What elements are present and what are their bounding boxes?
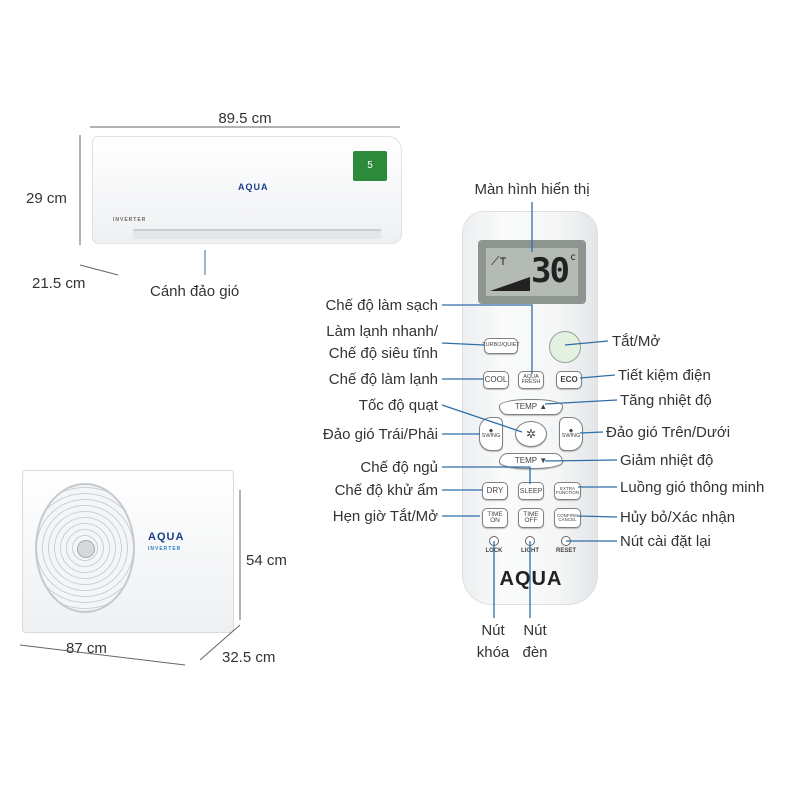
indoor-width-label: 89.5 cm xyxy=(218,110,272,127)
louver-label: Cánh đảo gió xyxy=(150,283,240,300)
remote-brand-logo: AQUA xyxy=(499,568,563,590)
sleep-button[interactable]: SLEEP xyxy=(518,482,544,500)
lcd-display: ⟋⊤ 30 c xyxy=(486,248,578,296)
label-lock-2: khóa xyxy=(476,644,510,661)
turbo-quiet-button[interactable]: TURBO/QUIET xyxy=(482,338,520,354)
outdoor-depth-label: 32.5 cm xyxy=(222,649,276,666)
label-fan-speed: Tốc độ quạt xyxy=(358,397,438,414)
energy-label: 5 xyxy=(353,151,387,181)
mode-icon: ⟋⊤ xyxy=(491,254,507,268)
eco-button[interactable]: ECO xyxy=(556,371,582,389)
power-button[interactable] xyxy=(549,331,581,363)
label-turbo: Làm lạnh nhanh/ xyxy=(326,323,438,340)
label-light-2: đèn xyxy=(522,644,548,661)
outdoor-width-label: 87 cm xyxy=(66,640,107,657)
swing-left-right-button[interactable]: ◆ SWING xyxy=(479,417,503,451)
display-temperature: 30 xyxy=(531,251,570,291)
extra-function-button[interactable]: EXTRA FUNCTION xyxy=(554,482,581,500)
reset-button-label: RESET xyxy=(555,548,576,554)
swing-up-down-button[interactable]: ◆ SWING xyxy=(559,417,583,451)
remote-control: ⟋⊤ 30 c TURBO/QUIET COOL AQUA FRESH ECO … xyxy=(462,211,598,605)
label-sleep: Chế độ ngủ xyxy=(360,459,438,476)
time-on-button[interactable]: TIME ON xyxy=(482,508,508,528)
label-temp-up: Tăng nhiệt độ xyxy=(620,392,712,409)
label-quiet: Chế độ siêu tĩnh xyxy=(328,345,438,362)
outdoor-height-label: 54 cm xyxy=(246,552,287,569)
aqua-fresh-button[interactable]: AQUA FRESH xyxy=(518,371,544,389)
label-cool-mode: Chế độ làm lạnh xyxy=(328,371,438,388)
cool-button[interactable]: COOL xyxy=(483,371,509,389)
fan-speed-button[interactable]: ✲ xyxy=(515,421,547,447)
confirm-cancel-button[interactable]: CONFIRM CANCEL xyxy=(554,508,581,528)
indoor-unit: AQUA INVERTER 5 xyxy=(92,136,402,244)
label-swing-lr: Đảo gió Trái/Phải xyxy=(322,426,438,443)
temp-up-button[interactable]: TEMP ▲ xyxy=(499,399,563,415)
temp-down-button[interactable]: TEMP ▼ xyxy=(499,453,563,469)
outdoor-inverter-label: INVERTER xyxy=(148,546,182,552)
display-label: Màn hình hiển thị xyxy=(474,181,590,198)
outdoor-brand-logo: AQUA xyxy=(148,531,185,543)
label-power: Tắt/Mở xyxy=(612,333,661,350)
label-temp-down: Giảm nhiệt độ xyxy=(620,452,714,469)
label-eco: Tiết kiệm điện xyxy=(618,367,711,384)
indoor-height-label: 29 cm xyxy=(26,190,67,207)
label-smart-airflow: Luồng gió thông minh xyxy=(620,479,765,496)
indoor-depth-label: 21.5 cm xyxy=(32,275,86,292)
outdoor-unit: AQUA INVERTER xyxy=(22,470,234,633)
label-swing-ud: Đảo gió Trên/Dưới xyxy=(606,424,731,441)
louver xyxy=(133,229,381,239)
lcd-frame: ⟋⊤ 30 c xyxy=(478,240,586,304)
label-lock-1: Nút xyxy=(481,622,505,639)
lock-button[interactable] xyxy=(489,536,499,546)
label-timer: Hẹn giờ Tắt/Mở xyxy=(332,508,438,525)
indoor-brand-logo: AQUA xyxy=(238,182,269,192)
label-dry: Chế độ khử ẩm xyxy=(334,482,438,499)
label-clean-mode: Chế độ làm sạch xyxy=(325,297,438,314)
fan-grille xyxy=(35,483,135,613)
display-unit: c xyxy=(569,252,576,263)
time-off-button[interactable]: TIME OFF xyxy=(518,508,544,528)
label-reset: Nút cài đặt lại xyxy=(620,533,711,550)
reset-button[interactable] xyxy=(561,536,571,546)
lock-button-label: LOCK xyxy=(485,548,503,554)
label-light-1: Nút xyxy=(523,622,547,639)
dry-button[interactable]: DRY xyxy=(482,482,508,500)
indoor-inverter-label: INVERTER xyxy=(113,217,147,223)
fan-speed-bars xyxy=(490,277,530,291)
label-confirm-cancel: Hủy bỏ/Xác nhận xyxy=(620,509,736,526)
light-button[interactable] xyxy=(525,536,535,546)
light-button-label: LIGHT xyxy=(521,548,539,554)
